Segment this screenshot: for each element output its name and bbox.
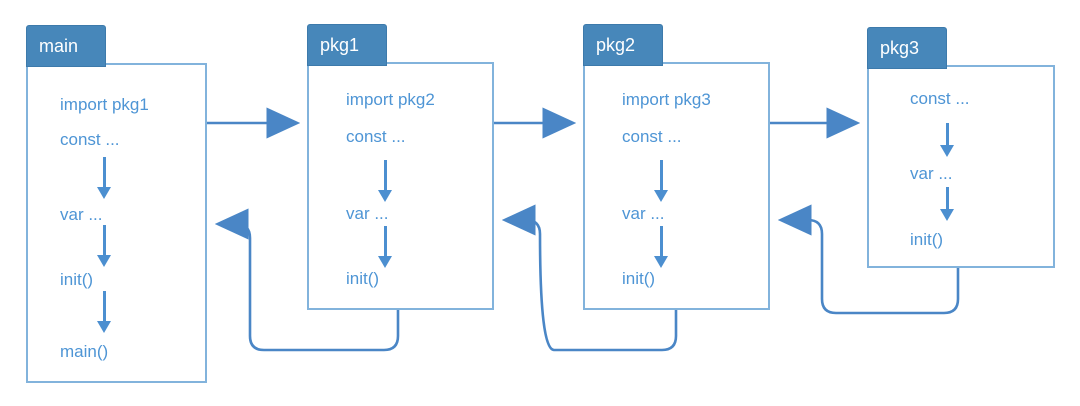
down-arrow-icon bbox=[375, 160, 395, 202]
package-box-main: main import pkg1 const ... var ... init(… bbox=[26, 25, 207, 383]
statement-init: init() bbox=[910, 230, 944, 249]
statement-var: var ... bbox=[346, 204, 389, 223]
statement-init: init() bbox=[60, 270, 94, 289]
package-tab-pkg2: pkg2 bbox=[583, 24, 663, 66]
down-arrow-icon bbox=[937, 123, 957, 157]
statement-const: const ... bbox=[60, 130, 120, 149]
statement-const: const ... bbox=[622, 127, 682, 146]
package-box-pkg3: pkg3 const ... var ... init() bbox=[867, 27, 1055, 268]
down-arrow-icon bbox=[651, 160, 671, 202]
down-arrow-icon bbox=[94, 225, 114, 267]
down-arrow-icon bbox=[375, 226, 395, 268]
package-tab-pkg3: pkg3 bbox=[867, 27, 947, 69]
statement-main: main() bbox=[60, 342, 109, 361]
down-arrow-icon bbox=[94, 157, 114, 199]
statement-const: const ... bbox=[346, 127, 406, 146]
package-tab-pkg1: pkg1 bbox=[307, 24, 387, 66]
statement-import: import pkg3 bbox=[622, 90, 711, 109]
statement-const: const ... bbox=[910, 89, 970, 108]
statement-import: import pkg2 bbox=[346, 90, 435, 109]
package-tab-main: main bbox=[26, 25, 106, 67]
statement-var: var ... bbox=[622, 204, 665, 223]
package-box-pkg2: pkg2 import pkg3 const ... var ... init(… bbox=[583, 24, 770, 310]
statement-init: init() bbox=[622, 269, 656, 288]
statement-var: var ... bbox=[910, 164, 953, 183]
statement-import: import pkg1 bbox=[60, 95, 149, 114]
statement-var: var ... bbox=[60, 205, 103, 224]
package-box-pkg1: pkg1 import pkg2 const ... var ... init(… bbox=[307, 24, 494, 310]
down-arrow-icon bbox=[651, 226, 671, 268]
down-arrow-icon bbox=[94, 291, 114, 333]
down-arrow-icon bbox=[937, 187, 957, 221]
statement-init: init() bbox=[346, 269, 380, 288]
